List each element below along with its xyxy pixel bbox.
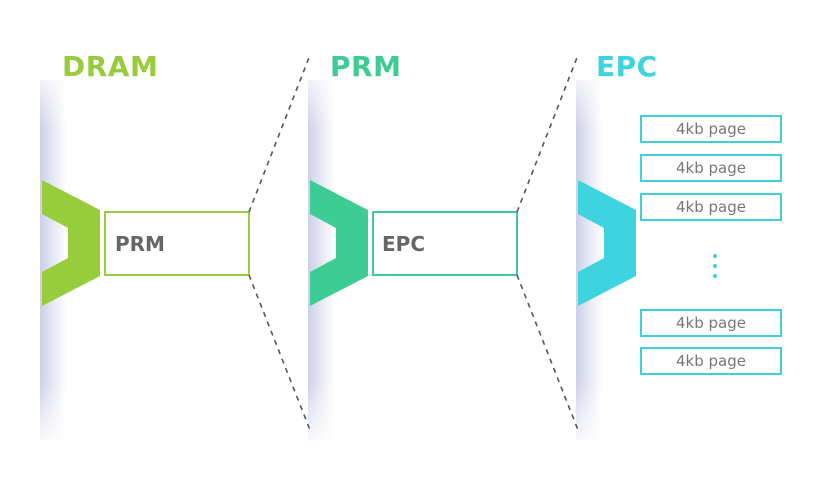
- chevron-epc: [578, 180, 636, 306]
- epc-page-2: 4kb page: [640, 154, 782, 182]
- chevron-prm: [310, 180, 368, 306]
- epc-box-label: EPC: [382, 232, 425, 256]
- ellipsis-dot-2: [713, 264, 717, 268]
- prm-box-label: PRM: [115, 232, 165, 256]
- zoom-line-epc-bottom: [516, 274, 579, 431]
- chevron-dram: [42, 180, 100, 306]
- epc-page-1: 4kb page: [640, 115, 782, 143]
- title-prm: PRM: [330, 50, 402, 83]
- zoom-line-prm-top: [248, 54, 311, 213]
- ellipsis-dot-1: [713, 254, 717, 258]
- title-dram: DRAM: [62, 50, 159, 83]
- zoom-line-epc-top: [516, 54, 579, 213]
- epc-page-3: 4kb page: [640, 193, 782, 221]
- ellipsis-dot-3: [713, 274, 717, 278]
- title-epc: EPC: [596, 50, 658, 83]
- pages-ellipsis: ⋮: [706, 250, 724, 286]
- zoom-line-prm-bottom: [248, 274, 311, 431]
- epc-page-4: 4kb page: [640, 309, 782, 337]
- epc-page-5: 4kb page: [640, 347, 782, 375]
- epc-region-box: [372, 211, 518, 276]
- prm-region-box: [104, 211, 250, 276]
